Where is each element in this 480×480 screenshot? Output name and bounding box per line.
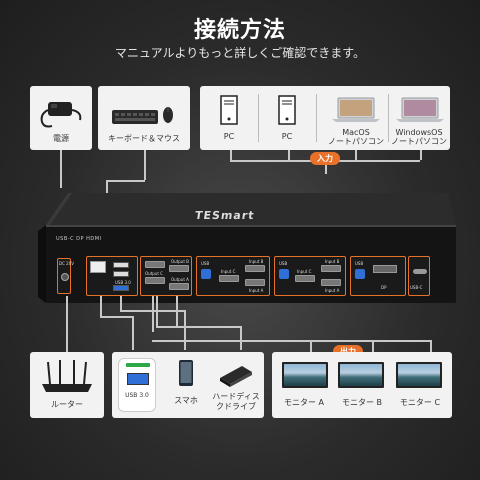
laptop-icon	[332, 97, 380, 122]
monitors-card: モニター A モニター B モニター C	[272, 352, 452, 418]
monitor-icon	[396, 362, 442, 388]
macos-sub-label: ノートパソコン	[328, 137, 384, 146]
input-group-3[interactable]: USB DP	[350, 256, 406, 296]
input-group-2[interactable]: USB Input B Input C Input A	[274, 256, 346, 296]
usb-a-port[interactable]	[113, 271, 129, 277]
page-title: 接続方法	[193, 18, 286, 43]
router-card: ルーター	[30, 352, 104, 418]
computers-card: PC PC MacOS ノートパソコン WindowsOS ノートパソコン	[200, 86, 450, 150]
laptop-icon	[396, 97, 444, 122]
smartphone-label: スマホ	[174, 396, 198, 405]
keyboard-mouse-label: キーボード＆マウス	[108, 134, 180, 143]
pc-tower-icon	[220, 95, 238, 125]
monitor-icon	[282, 362, 328, 388]
usb-peripherals-card: USB 3.0 スマホ ハードディス クドライブ	[112, 352, 264, 418]
dc-power-port[interactable]: DC 20V	[57, 258, 74, 294]
pc2-label: PC	[281, 132, 293, 141]
keyboard-icon	[112, 107, 173, 124]
mouse-icon	[163, 107, 173, 123]
usb-c-port-group[interactable]: USB-C	[408, 256, 430, 296]
power-adapter-icon	[40, 102, 82, 128]
monitor-a-label: モニター A	[283, 398, 324, 407]
input-group-1[interactable]: USB Input B Input C Input A	[196, 256, 270, 296]
router-label: ルーター	[51, 400, 83, 409]
hdd-sub-label: クドライブ	[216, 402, 256, 411]
windowsos-label: WindowsOS	[395, 128, 443, 137]
usb3-port-illustration: USB 3.0	[118, 358, 156, 412]
monitor-icon	[338, 362, 384, 388]
monitor-c-label: モニター C	[399, 398, 441, 407]
hdd-label: ハードディス	[212, 392, 260, 401]
power-label: 電源	[53, 134, 69, 143]
macos-label: MacOS	[342, 128, 370, 137]
input-badge: 入力	[310, 152, 340, 165]
power-card: 電源	[30, 86, 92, 150]
keyboard-mouse-card: キーボード＆マウス	[98, 86, 190, 150]
page-subtitle: マニュアルよりもっと詳しくご確認できます。	[114, 46, 366, 60]
usb-a-port[interactable]	[113, 262, 129, 268]
kvm-front-text: USB-C DP HDMI	[56, 236, 102, 242]
pc1-label: PC	[223, 132, 235, 141]
hard-drive-icon	[220, 366, 252, 387]
usb-a-port[interactable]	[113, 285, 129, 291]
pc-tower-icon	[278, 95, 296, 125]
router-icon	[42, 360, 92, 392]
usb-hub-ports[interactable]: USB 3.0	[86, 256, 138, 296]
monitor-b-label: モニター B	[341, 398, 383, 407]
kvm-brand: TESmart	[194, 209, 256, 222]
output-hdmi-ports[interactable]: Output B Output C Output A	[140, 256, 192, 296]
windowsos-sub-label: ノートパソコン	[391, 137, 447, 146]
smartphone-icon	[179, 360, 193, 386]
